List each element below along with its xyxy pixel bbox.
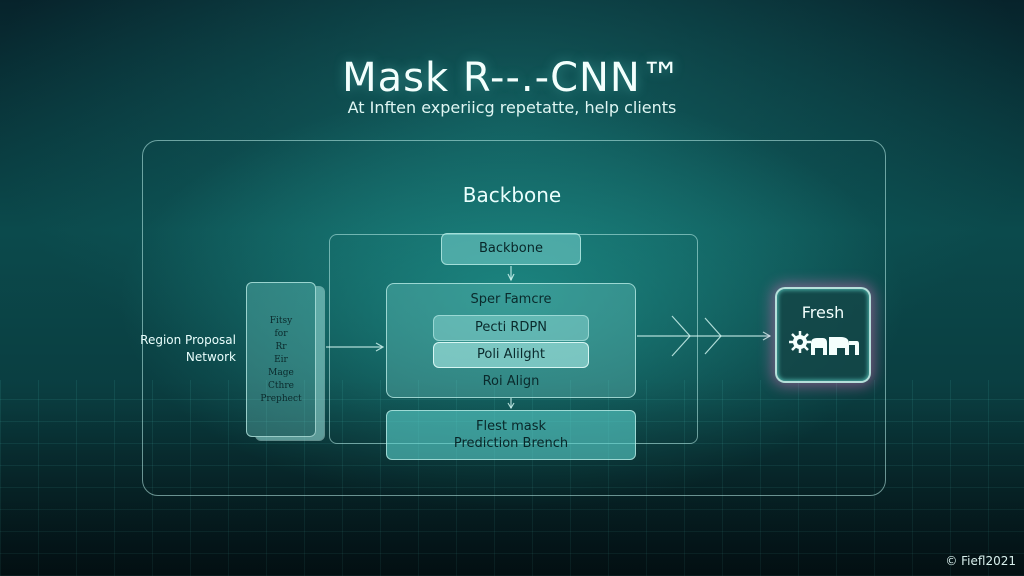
rpn-stack-line: for [274, 329, 288, 339]
rpn-stack-line: Cthre [268, 381, 294, 391]
arrowhead-output [762, 331, 772, 341]
rpn-stack-line: Prephect [260, 394, 302, 404]
outer-frame-label: Backbone [462, 183, 562, 207]
mask-box-line2: Prediction Brench [453, 436, 569, 451]
rpn-stack-line: Rr [275, 342, 287, 352]
feature-box: Sper Famcre Pecti RDPN Poli Alilght Roi … [386, 283, 636, 398]
output-box: Fresh [775, 287, 871, 383]
arrowhead-backbone-to-feature [507, 273, 515, 282]
gear-and-animal-icons [789, 331, 859, 355]
chevron-2 [704, 317, 722, 355]
outer-frame [142, 140, 886, 496]
chevron-1 [671, 315, 691, 357]
page-title: Mask R--.-CNN™ [342, 55, 682, 101]
rpn-pill: Pecti RDPN [433, 315, 589, 341]
roi-align-label: Roi Align [482, 374, 540, 389]
rpn-stack-line: Fitsy [269, 316, 293, 326]
side-label-line2: Network [185, 350, 236, 364]
mask-prediction-box: Flest mask Prediction Brench [386, 410, 636, 460]
arrowhead-rpn-to-feature [375, 342, 385, 352]
backbone-box: Backbone [441, 233, 581, 265]
align-pill: Poli Alilght [433, 342, 589, 368]
region-proposal-label: Region Proposal Network [130, 332, 236, 366]
copyright-text: © Fiefl2021 [945, 554, 1016, 568]
arrowhead-feature-to-mask [507, 402, 515, 410]
rpn-stack-line: Eir [274, 355, 288, 365]
rpn-stack-line: Mage [268, 368, 294, 378]
rpn-stack-box: Fitsy for Rr Eir Mage Cthre Prephect [246, 282, 316, 437]
elephant-icon [829, 337, 859, 355]
animal-icon [811, 338, 827, 355]
feature-box-label: Sper Famcre [470, 292, 552, 307]
mask-box-line1: Flest mask [475, 419, 547, 434]
output-label: Fresh [801, 303, 845, 322]
page-subtitle: At Inften experiicg repetatte, help clie… [347, 98, 677, 117]
side-label-line1: Region Proposal [140, 333, 236, 347]
